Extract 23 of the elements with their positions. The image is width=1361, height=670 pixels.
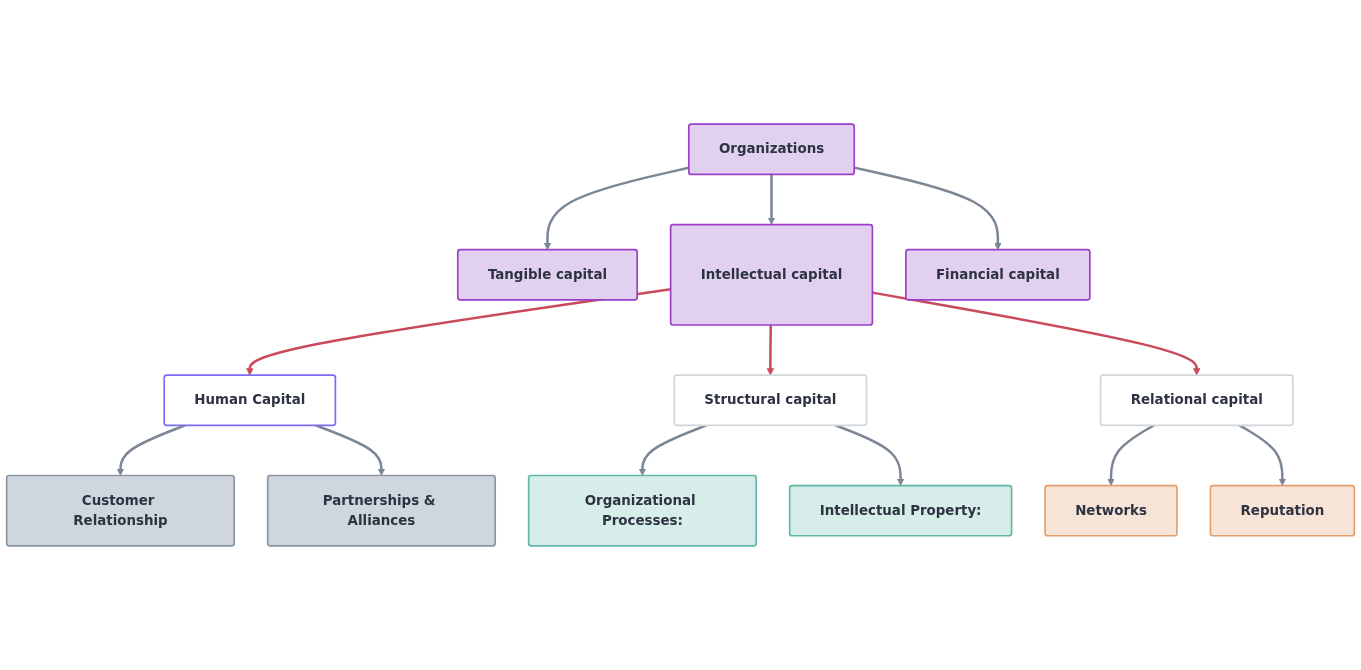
arrow	[1238, 424, 1287, 486]
arrow	[835, 424, 905, 486]
arrow	[1107, 424, 1155, 486]
arrow	[638, 424, 707, 476]
node-box: Financial capital	[905, 248, 1091, 301]
node-box: Relational capital	[1099, 374, 1294, 427]
node-box: Networks	[1044, 484, 1178, 537]
arrow	[872, 291, 1201, 376]
node-box: Human Capital	[163, 374, 337, 427]
node-box: Partnerships & Alliances	[266, 474, 497, 547]
node-box: Intellectual Property:	[788, 484, 1013, 537]
node-box: Intellectual capital	[669, 223, 874, 326]
arrow	[766, 324, 775, 376]
node-box: Customer Relationship	[5, 474, 236, 547]
arrow	[767, 174, 776, 225]
node-box: Tangible capital	[456, 248, 639, 301]
arrow	[116, 424, 186, 476]
node-box: Organizational Processes:	[527, 474, 758, 547]
arrow	[246, 288, 671, 376]
arrow	[315, 424, 386, 476]
node-box: Organizations	[687, 123, 856, 176]
node-box: Reputation	[1209, 484, 1356, 537]
node-box: Structural capital	[673, 374, 868, 427]
